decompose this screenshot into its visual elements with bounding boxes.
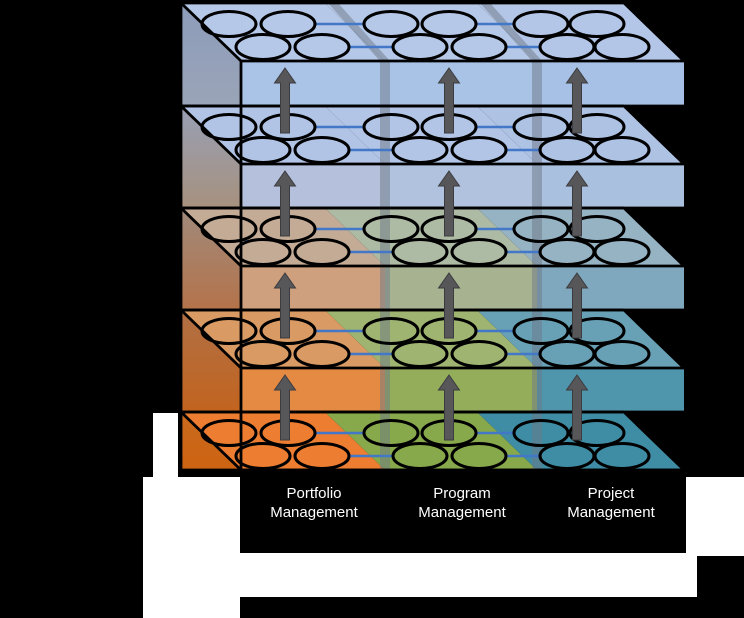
node-ellipse [234,33,292,61]
up-arrow-icon [565,272,589,339]
column-label-program: Program Management [352,484,572,522]
up-arrow-icon [273,170,297,237]
layer-top-face [181,106,385,164]
layer-front-strip [241,61,385,106]
layer-front-strip [385,61,537,106]
node-ellipse [568,419,626,447]
node-ellipse [391,442,449,470]
node-ellipse [512,419,570,447]
node-ellipse [450,136,508,164]
layer-front-strip [537,266,684,310]
layer-left-face [181,310,241,412]
layer-front-strip [385,266,537,310]
node-ellipse [391,340,449,368]
node-ellipse [362,419,420,447]
node-ellipse [234,340,292,368]
up-arrow-icon [437,67,461,134]
white-shape-4 [686,477,744,556]
node-ellipse [293,33,351,61]
layer-left-face [181,3,241,106]
layer-top-face [181,3,385,61]
layer-top-face [181,208,385,266]
node-ellipse [362,113,420,141]
up-arrow-icon [273,374,297,441]
node-ellipse [568,10,626,38]
label-line: Project [587,485,635,502]
node-ellipse [391,238,449,266]
label-line: Management [418,504,506,521]
node-ellipse [200,317,258,345]
node-ellipse [593,442,651,470]
node-ellipse [512,10,570,38]
label-line: Program [433,485,491,502]
node-ellipse [450,340,508,368]
node-ellipse [234,136,292,164]
node-ellipse [593,136,651,164]
node-ellipse [362,317,420,345]
node-ellipse [362,215,420,243]
node-ellipse [593,238,651,266]
node-ellipse [420,10,478,38]
white-shape-3 [143,553,697,597]
node-ellipse [450,238,508,266]
node-ellipse [293,136,351,164]
layer-left-face [181,106,241,208]
node-ellipse [391,136,449,164]
label-line: Management [270,504,358,521]
up-arrow-icon [273,67,297,134]
node-ellipse [362,10,420,38]
layer-front-strip [537,61,684,106]
layer-front-strip [241,368,385,412]
layer-top-face [181,412,385,470]
node-ellipse [234,442,292,470]
node-ellipse [259,10,317,38]
node-ellipse [200,10,258,38]
white-shape-1 [153,413,178,477]
node-ellipse [234,238,292,266]
node-ellipse [450,33,508,61]
node-ellipse [593,340,651,368]
up-arrow-icon [437,272,461,339]
up-arrow-icon [565,67,589,134]
node-ellipse [568,215,626,243]
node-ellipse [593,33,651,61]
node-ellipse [512,317,570,345]
node-ellipse [391,33,449,61]
layer-top-face [181,310,385,368]
node-ellipse [200,113,258,141]
label-line: Portfolio [286,485,342,502]
up-arrow-icon [437,170,461,237]
label-line: Management [567,504,655,521]
node-ellipse [293,238,351,266]
up-arrow-icon [437,374,461,441]
layer-front-strip [385,368,537,412]
node-ellipse [450,442,508,470]
layer-front-strip [241,266,385,310]
node-ellipse [568,113,626,141]
column-label-portfolio: Portfolio Management [204,484,424,522]
node-ellipse [293,340,351,368]
node-ellipse [200,215,258,243]
node-ellipse [568,317,626,345]
layer-front-strip [241,164,385,208]
up-arrow-icon [273,272,297,339]
layer-front-strip [537,368,684,412]
node-ellipse [200,419,258,447]
up-arrow-icon [565,374,589,441]
layer-left-face [181,208,241,310]
layer-front-strip [385,164,537,208]
node-ellipse [512,215,570,243]
node-ellipse [293,442,351,470]
column-label-project: Project Management [501,484,721,522]
up-arrow-icon [565,170,589,237]
node-ellipse [512,113,570,141]
layer-front-strip [537,164,684,208]
